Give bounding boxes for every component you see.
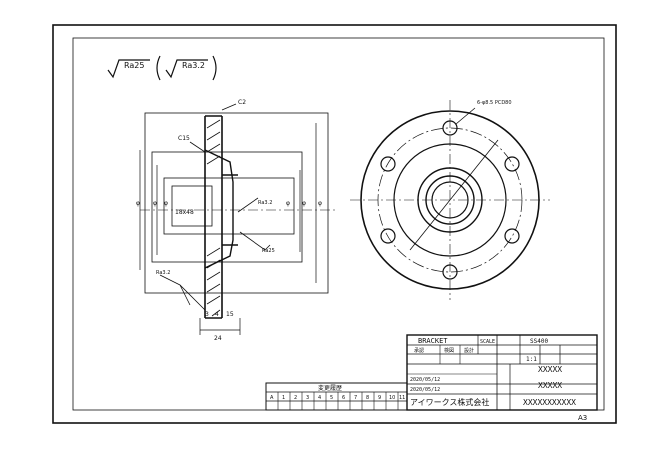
- revision-cell: 2: [294, 395, 297, 401]
- finish-note: Ra25: [262, 248, 275, 254]
- material: SS400: [530, 338, 548, 345]
- bolt-hole: [380, 228, 396, 244]
- revision-cell: 9: [378, 395, 381, 401]
- outer-border: [52, 24, 617, 424]
- revision-cells: A 1 2 3 4 5 6 7 8 9 10 11: [270, 395, 405, 401]
- bottom-dim-label: 3: [205, 311, 209, 318]
- chamfer-label: C2: [238, 99, 246, 106]
- hole-note: 6-φ8.5 PCD80: [477, 100, 512, 106]
- leader-line: [409, 139, 499, 251]
- part-name: BRACKET: [418, 337, 448, 345]
- scale-value: 1:1: [526, 356, 537, 363]
- design-label: 設計: [464, 347, 474, 354]
- bolt-hole: [380, 156, 396, 172]
- revision-cell: 8: [366, 395, 369, 401]
- bottom-dim-label: 4: [215, 311, 219, 318]
- leader-line: [237, 197, 259, 213]
- dim-label-right: φ: [302, 200, 306, 207]
- leader-line: [189, 141, 206, 153]
- revision-cell: 1: [282, 395, 285, 401]
- leader-line: [179, 284, 191, 306]
- revision-cell: 6: [342, 395, 345, 401]
- revision-cell: 4: [318, 395, 321, 401]
- dim-frame-mid: [151, 151, 303, 263]
- date-row: 2020/05/12: [410, 377, 440, 383]
- dim-label-left: φ: [153, 200, 157, 207]
- dim-label-left: φ: [164, 200, 168, 207]
- check-icon: [165, 59, 208, 79]
- title-block-text: BRACKET SCALE SS400 承認 検図 設計 1:1 2020/05…: [410, 337, 576, 407]
- dim-label-right: φ: [318, 200, 322, 207]
- drawing-no-a: XXXXX: [538, 365, 562, 374]
- leader-line: [455, 107, 476, 125]
- chamfer-label: C15: [178, 135, 190, 142]
- check-icon: [107, 59, 150, 79]
- paren-right-icon: [212, 55, 217, 81]
- front-view: [350, 100, 550, 300]
- finish-rough-label: Ra25: [124, 61, 144, 70]
- section-view-labels: C2 C15 18x48 Ra3.2 Ra25 Ra3.2 φ φ φ φ φ …: [136, 99, 322, 342]
- revision-cell: A: [270, 395, 274, 401]
- revision-cell: 7: [354, 395, 357, 401]
- hub-outline: [204, 149, 238, 269]
- dim-frame-inner: [163, 177, 295, 235]
- revision-header: 変更履歴: [318, 384, 342, 392]
- company-name: アイワークス株式会社: [410, 397, 489, 407]
- bottom-dim-label: 15: [226, 311, 234, 318]
- leader-line: [239, 231, 271, 251]
- bolt-hole: [504, 156, 520, 172]
- finish-fine-label: Ra3.2: [182, 61, 205, 70]
- dim-frame-core: [171, 185, 213, 227]
- approval-label: 承認: [414, 347, 424, 354]
- title-block: [406, 334, 598, 411]
- finish-note: Ra3.2: [156, 270, 170, 276]
- bottom-total-label: 24: [214, 335, 222, 342]
- finish-note: Ra3.2: [258, 200, 272, 206]
- section-view: [139, 103, 335, 335]
- check-label: 検図: [444, 347, 454, 354]
- revision-cell: 10: [389, 395, 395, 401]
- date-row: 2020/05/12: [410, 387, 440, 393]
- flange-body: [204, 115, 223, 319]
- thread-label: 18x48: [175, 209, 194, 216]
- dim-label-right: φ: [286, 200, 290, 207]
- surface-finish-symbols: Ra25 Ra3.2: [107, 55, 217, 81]
- hatching: [206, 119, 221, 317]
- leader-line: [221, 103, 237, 111]
- revision-cell: 11: [399, 395, 405, 401]
- bolt-hole: [504, 228, 520, 244]
- paren-left-icon: [156, 55, 161, 81]
- scale-label: SCALE: [480, 339, 495, 345]
- revision-cell: 5: [330, 395, 333, 401]
- sheet-size: A3: [578, 414, 587, 422]
- drawing-no-c: XXXXXXXXXXX: [523, 398, 576, 407]
- revision-cell: 3: [306, 395, 309, 401]
- dim-frame-outer: [144, 112, 329, 294]
- leader-line: [159, 274, 206, 311]
- drawing-no-b: XXXXX: [538, 381, 562, 390]
- dim-label-left: φ: [136, 200, 140, 207]
